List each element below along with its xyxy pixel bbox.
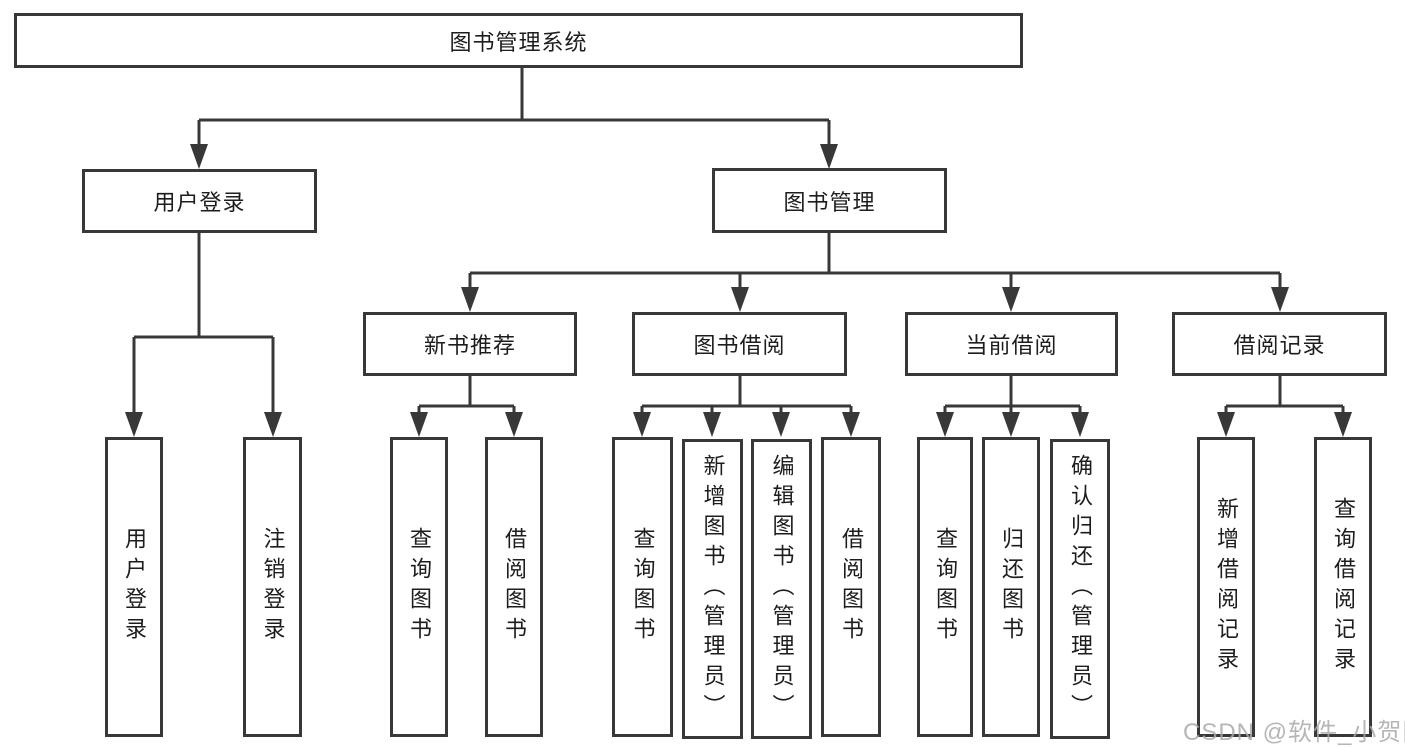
- connector-user-login-to-leaves: [125, 233, 282, 437]
- leaf-add-book-admin: 新增图书（管理员）: [682, 439, 743, 739]
- leaf-add-book-admin-label: 新增图书（管理员）: [700, 454, 726, 724]
- leaf-borrow-books-2: 借阅图书: [821, 437, 881, 737]
- leaf-borrow-books-2-label: 借阅图书: [839, 527, 864, 647]
- node-library-management-system: 图书管理系统: [14, 13, 1023, 68]
- leaf-confirm-return-admin: 确认归还（管理员）: [1050, 439, 1110, 739]
- leaf-logout: 注销登录: [243, 437, 302, 737]
- leaf-borrow-books-1-label: 借阅图书: [502, 527, 527, 647]
- connector-new-book-recommend-to-leaves: [410, 376, 523, 437]
- leaf-query-books-2: 查询图书: [612, 437, 673, 737]
- connector-book-borrow-to-leaves: [633, 376, 860, 437]
- leaf-query-borrow-record: 查询借阅记录: [1314, 437, 1372, 737]
- node-book-management: 图书管理: [712, 168, 947, 233]
- leaf-add-borrow-record: 新增借阅记录: [1197, 437, 1255, 737]
- leaf-query-books-2-label: 查询图书: [630, 527, 656, 647]
- leaf-query-books-3: 查询图书: [917, 437, 973, 737]
- connector-book-management-to-level3: [461, 233, 1289, 312]
- connector-borrow-records-to-leaves: [1217, 376, 1352, 437]
- node-borrow-records: 借阅记录: [1172, 312, 1387, 376]
- leaf-query-borrow-record-label: 查询借阅记录: [1331, 497, 1356, 677]
- leaf-user-login: 用户登录: [105, 437, 163, 737]
- leaf-add-borrow-record-label: 新增借阅记录: [1214, 497, 1239, 677]
- csdn-watermark: CSDN @软件_小贺同学: [1183, 719, 1405, 746]
- node-new-book-recommend: 新书推荐: [363, 312, 577, 376]
- leaf-edit-book-admin-label: 编辑图书（管理员）: [769, 454, 795, 724]
- node-user-login: 用户登录: [82, 169, 317, 233]
- node-current-borrow: 当前借阅: [905, 312, 1118, 376]
- leaf-return-book: 归还图书: [982, 437, 1040, 737]
- leaf-logout-label: 注销登录: [260, 527, 286, 647]
- leaf-edit-book-admin: 编辑图书（管理员）: [751, 439, 812, 739]
- leaf-borrow-books-1: 借阅图书: [485, 437, 543, 737]
- leaf-query-books-3-label: 查询图书: [933, 527, 958, 647]
- connector-root-to-level2: [190, 68, 838, 169]
- node-book-borrow: 图书借阅: [632, 312, 847, 376]
- leaf-return-book-label: 归还图书: [999, 527, 1024, 647]
- leaf-confirm-return-admin-label: 确认归还（管理员）: [1068, 454, 1093, 724]
- leaf-query-books-1: 查询图书: [390, 437, 448, 737]
- leaf-user-login-label: 用户登录: [122, 527, 147, 647]
- connector-current-borrow-to-leaves: [936, 376, 1089, 437]
- leaf-query-books-1-label: 查询图书: [407, 527, 432, 647]
